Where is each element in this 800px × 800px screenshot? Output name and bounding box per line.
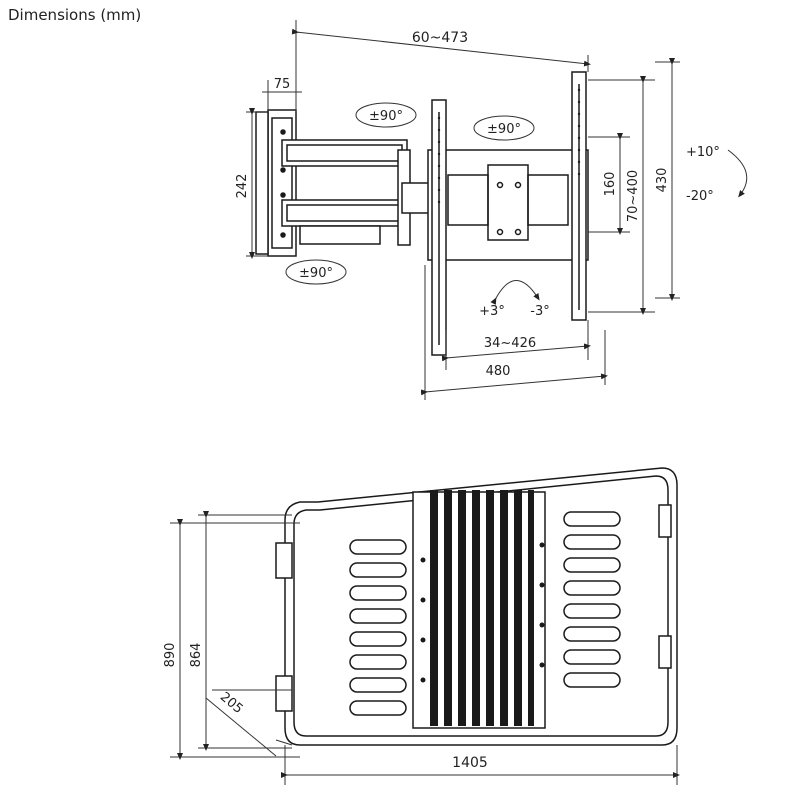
- wall-plate-depth-label: 75: [274, 77, 291, 92]
- swivel-top-right-label: ±90°: [487, 122, 521, 137]
- tv-bracket-screws: [420, 542, 545, 683]
- arm-extension-label: 60~473: [412, 30, 468, 46]
- page-title: Dimensions (mm): [8, 6, 141, 24]
- swivel-bottom-label: ±90°: [299, 266, 333, 281]
- tilt-up-label: +10°: [686, 145, 720, 160]
- mount-arms: [281, 139, 443, 246]
- tv-depth-label: 205: [217, 690, 246, 717]
- level-left-label: +3°: [479, 304, 505, 319]
- tv-height-inner-label: 864: [189, 643, 204, 668]
- swivel-indicators: [285, 102, 535, 285]
- rail-holes: [437, 88, 581, 204]
- wall-plate: [255, 109, 297, 257]
- vesa-plate: [427, 71, 589, 356]
- wall-plate-height-label: 242: [235, 174, 250, 199]
- tv-width-label: 1405: [452, 755, 488, 771]
- level-right-label: -3°: [530, 304, 549, 319]
- tv-vent-slots: [349, 511, 621, 716]
- mount-dimension-lines: [246, 20, 748, 400]
- tv-dimension-lines: [170, 511, 680, 785]
- swivel-top-left-label: ±90°: [369, 109, 403, 124]
- vesa-horizontal-range-label: 34~426: [484, 336, 536, 351]
- overall-width-label: 480: [486, 364, 511, 379]
- overall-height-label: 430: [655, 168, 670, 193]
- tilt-down-label: -20°: [686, 189, 714, 204]
- vesa-vertical-min-label: 160: [603, 172, 618, 197]
- tv-height-outer-label: 890: [163, 643, 178, 668]
- tv-bracket-ribs: [430, 490, 534, 726]
- wall-mount-drawing: [255, 71, 589, 356]
- vesa-vertical-range-label: 70~400: [626, 170, 641, 222]
